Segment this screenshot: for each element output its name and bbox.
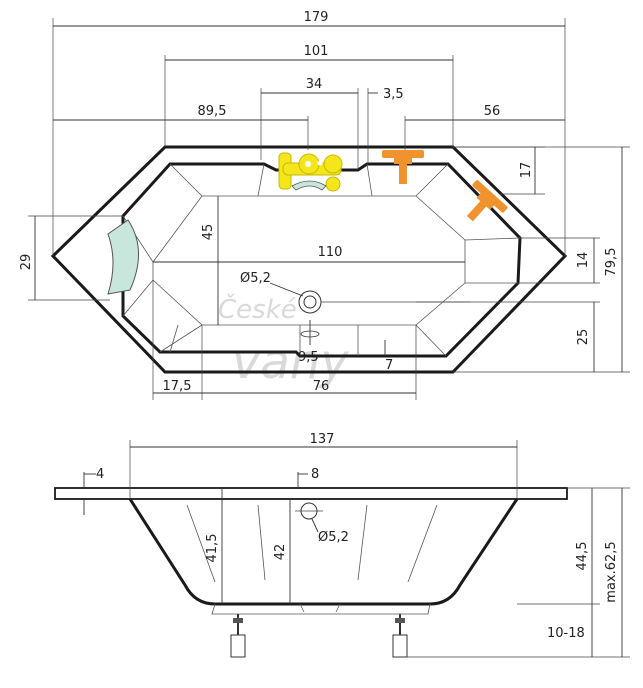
dim-label-9-5: 9,5 [298, 350, 319, 365]
dim-label-17: 17 [519, 162, 534, 179]
dim-label-89-5: 89,5 [198, 104, 227, 119]
dim-label-76: 76 [313, 379, 330, 394]
dim-label-max: max.62,5 [604, 541, 619, 602]
dim-label-56: 56 [484, 104, 501, 119]
dim-label-3-5: 3,5 [383, 87, 404, 102]
headrest [107, 219, 139, 295]
dim-label-25: 25 [576, 329, 591, 346]
dim-faucet-offset: 3,5 [367, 87, 404, 164]
dim-inner-length: 110 [153, 245, 465, 263]
dim-bottom-7: 7 [384, 340, 393, 373]
dim-label-side-drain: Ø5,2 [318, 530, 349, 545]
dim-drain-offset: 9,5 [298, 320, 319, 365]
dim-rim-thickness: 4 [83, 467, 104, 515]
dim-top-length: 137 [129, 432, 518, 499]
dim-label-29: 29 [19, 254, 34, 271]
side-leg-left [230, 614, 246, 658]
side-body [128, 498, 519, 606]
dim-label-8: 8 [311, 467, 319, 482]
inner-basin-outline [121, 162, 522, 358]
side-base [211, 603, 431, 615]
dim-label-4: 4 [96, 467, 104, 482]
dim-overall-length: 179 [52, 10, 566, 256]
watermark-line1: České [218, 293, 297, 325]
dim-label-14: 14 [576, 252, 591, 269]
dim-side-drain-diameter: Ø5,2 [311, 518, 349, 545]
dim-label-41-5: 41,5 [205, 534, 220, 563]
dim-label-17-5: 17,5 [163, 379, 192, 394]
dim-faucet-height: 17 [453, 146, 545, 195]
side-rim [54, 487, 568, 500]
dim-overall-width: 79,5 [453, 146, 630, 373]
side-leg-right [392, 614, 408, 658]
top-view: 179 101 34 3,5 89,5 [19, 10, 630, 400]
dim-side-drain-offset: 8 [297, 467, 319, 488]
dim-label-110: 110 [318, 245, 343, 260]
dim-drain-diameter: Ø5,2 [240, 271, 470, 303]
side-drain-icon [295, 502, 323, 520]
dim-label-137: 137 [310, 432, 335, 447]
dim-mixer-spacing: 34 [260, 77, 359, 170]
basin-slopes [122, 163, 521, 357]
faucet-side-icon [466, 180, 508, 222]
dim-left-edge-height: 29 [19, 215, 123, 301]
dim-label-179: 179 [304, 10, 329, 25]
dim-left-offset: 89,5 [53, 104, 309, 150]
dim-label-10-18: 10-18 [547, 626, 585, 641]
dim-depth-center: 42 [273, 499, 291, 604]
side-view: 137 4 8 41,5 42 Ø5,2 [54, 432, 630, 658]
dim-label-44-5: 44,5 [575, 542, 590, 571]
dim-inner-top-length: 101 [164, 44, 454, 147]
drain-icon [298, 290, 322, 314]
dim-right-offset: 56 [404, 104, 565, 150]
watermark-line2: vany [232, 334, 349, 390]
side-inner-lines [186, 504, 438, 583]
dim-right-edge-height: 14 [518, 237, 600, 284]
dim-label-45: 45 [201, 224, 216, 241]
dim-label-101: 101 [304, 44, 329, 59]
dim-label-42: 42 [273, 544, 288, 561]
faucet-top-icon [382, 150, 424, 184]
dim-bottom-25: 25 [416, 301, 600, 372]
dim-base-length: 17,5 76 [152, 280, 417, 400]
dim-label-drain: Ø5,2 [240, 271, 271, 286]
dim-label-79-5: 79,5 [604, 248, 619, 277]
dim-max-height: max.62,5 [407, 487, 630, 658]
dim-depth-45: 45 [201, 196, 219, 325]
dim-legs: 10-18 [547, 604, 593, 657]
mixer-icon [278, 152, 343, 192]
dim-label-34: 34 [306, 77, 323, 92]
dim-label-7: 7 [385, 358, 393, 373]
dim-depth-left: 41,5 [205, 488, 223, 604]
dim-depth-right: 44,5 [517, 488, 600, 605]
